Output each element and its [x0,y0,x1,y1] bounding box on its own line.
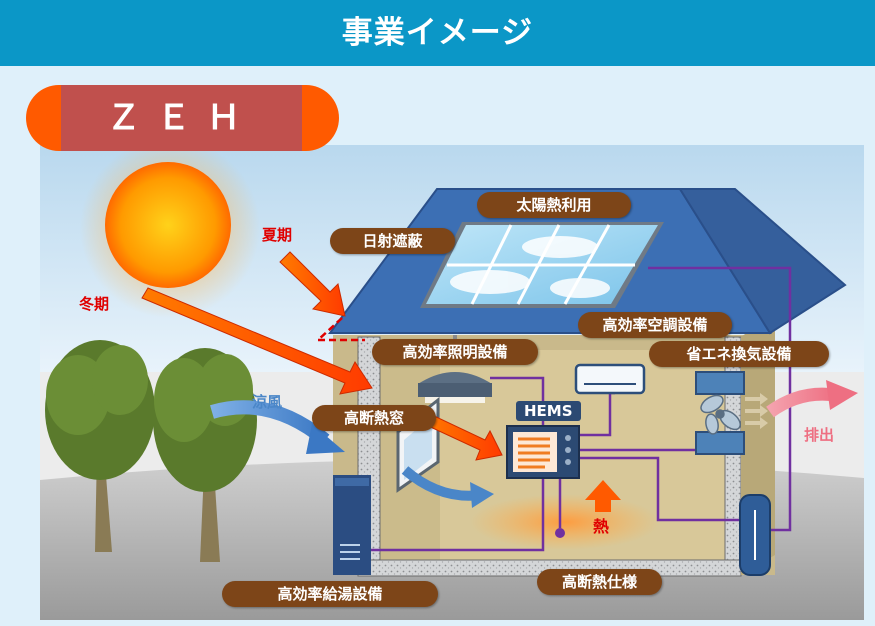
vent-airflow-arrows [745,393,768,429]
tree-left [45,340,155,552]
ceiling-light-glow [425,397,485,403]
header-bar: 事業イメージ [0,0,875,66]
tag-water-heater: 高効率給湯設備 [222,581,438,607]
winter-label: 冬期 [79,295,110,313]
zeh-badge-inner [61,85,302,151]
tag-ventilation: 省エネ換気設備 [649,341,829,367]
sensor-dot [555,528,565,538]
window-heat-arrow [423,413,503,461]
floor-heat-glow [470,494,660,550]
indoor-airflow-arrow [401,466,494,508]
hems-buttons [565,435,571,465]
summer-sun-arrow [279,251,346,317]
water-heater-top [335,478,369,486]
ceiling-light-base [418,383,492,397]
air-conditioner-icon [574,363,646,395]
zeh-illustration [40,138,864,620]
tag-hvac: 高効率空調設備 [578,312,732,338]
exhaust-arrow [766,380,858,418]
window-pane [404,416,432,480]
tag-lighting: 高効率照明設備 [372,339,538,365]
breeze-arrow [210,400,345,454]
tag-solar-shading: 日射遮蔽 [330,228,455,254]
tag-insulation: 高断熱仕様 [537,569,662,595]
ventilation-unit-top [695,371,745,395]
ceiling-light-icon [418,372,492,384]
roof-side [678,188,847,335]
exhaust-label: 排出 [804,426,835,444]
winter-sun-arrow [141,287,373,395]
zeh-badge-label: ＺＥＨ [106,98,257,138]
page-title: 事業イメージ [341,15,534,51]
hems-screen-bars [518,437,550,469]
summer-label: 夏期 [262,226,293,244]
panel-cloud-reflections [450,236,610,298]
illustration-panel [0,66,875,626]
eave-shade-dash [317,317,343,341]
hems-label: HEMS [516,401,581,421]
fan-icon [700,394,741,435]
breeze-label: 涼風 [252,393,283,411]
tree-right [153,348,257,562]
sun-icon [105,162,231,288]
tag-window: 高断熱窓 [312,405,436,431]
water-heater-vents [340,544,360,560]
tag-solar-heat: 太陽熱利用 [477,192,631,218]
heat-up-arrow [585,480,621,512]
ventilation-unit-bottom [695,431,745,455]
heat-label: 熱 [593,517,610,536]
